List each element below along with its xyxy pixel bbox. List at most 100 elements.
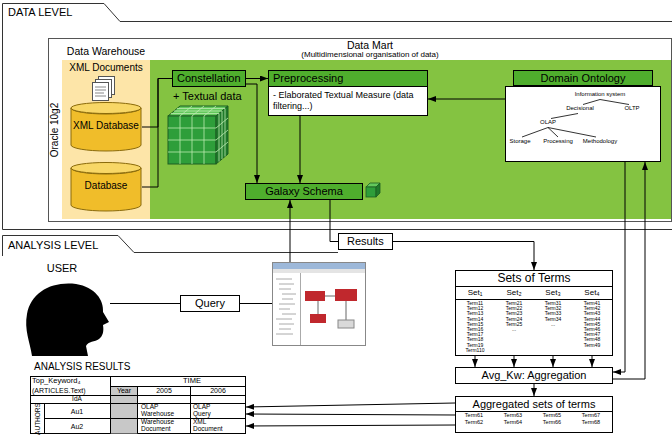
table-cell: AUTHORS xyxy=(34,403,41,435)
box-label: XML Documents xyxy=(69,62,143,73)
box-label: Aggregated sets of terms xyxy=(456,397,612,412)
table-cell: IdA xyxy=(72,396,82,403)
process-box: Avg_Kw: Aggregation xyxy=(455,367,613,384)
tree-label: Storage xyxy=(509,138,530,144)
table-cell: OLAP xyxy=(141,404,158,411)
connector xyxy=(613,162,645,379)
table-grid xyxy=(31,377,246,434)
table-cell: Au1 xyxy=(71,408,83,415)
box-label: Galaxy Schema xyxy=(246,184,362,199)
term-label: Term68 xyxy=(582,420,600,426)
table-grid xyxy=(31,377,246,434)
box-label: Constellation xyxy=(173,71,245,86)
table-cell: Year xyxy=(117,387,131,394)
box-label: Oracle 10g2 xyxy=(49,80,61,180)
connector xyxy=(553,356,554,367)
box-label: Data Mart xyxy=(347,39,393,51)
table-cell: XML xyxy=(193,419,206,426)
box-note: + Textual data xyxy=(173,90,242,102)
document-icon xyxy=(95,87,106,96)
table-cell: Au2 xyxy=(71,423,83,430)
connector xyxy=(246,84,257,183)
cube-icon xyxy=(168,106,228,164)
connector xyxy=(592,356,593,367)
process-box: Constellation+ Textual data xyxy=(172,70,246,87)
table-grid xyxy=(31,377,246,434)
term-label: Term64 xyxy=(504,420,522,426)
box-label: Domain Ontology xyxy=(513,70,653,86)
table-cell: Document xyxy=(141,426,171,433)
set-header: Set₂ xyxy=(506,289,521,297)
document-stack: XML Documents xyxy=(70,62,142,76)
term-label: ... xyxy=(512,327,516,332)
term-label: Term62 xyxy=(465,420,483,426)
cylinder-top xyxy=(71,103,141,114)
band-line xyxy=(3,236,339,257)
connector xyxy=(534,384,535,396)
box-label: DATA LEVEL xyxy=(8,6,72,18)
box-label: Data Warehouse xyxy=(67,45,145,57)
term-label: Term49 xyxy=(584,343,601,348)
tree-label: Decisional xyxy=(566,105,594,111)
table-cell: 2005 xyxy=(156,387,172,394)
oracle-frame: Oracle 10g2 Data WarehouseXML DocumentsXM… xyxy=(48,38,672,222)
box-label: Avg_Kw: Aggregation xyxy=(456,368,612,383)
connector xyxy=(246,414,455,415)
ontology-tree xyxy=(522,100,629,138)
table-cell: Document xyxy=(193,426,223,433)
cube-icon xyxy=(168,106,228,164)
divider-line xyxy=(456,299,612,300)
process-box: Results xyxy=(338,233,393,250)
box-label: ANALYSIS LEVEL xyxy=(8,239,98,251)
term-label: Term63 xyxy=(504,413,522,419)
connector xyxy=(246,78,268,79)
box-note: (Multidimensional organisation of data) xyxy=(301,50,438,59)
box-label: Query xyxy=(181,296,239,311)
box-label: ANALYSIS RESULTS xyxy=(34,361,130,372)
screenshot-thumbnail xyxy=(310,314,326,323)
set-header: Set₁ xyxy=(468,289,483,297)
database-cylinder: XML Database xyxy=(70,102,142,152)
set-header: Set₃ xyxy=(545,289,560,297)
connector xyxy=(393,242,534,271)
screenshot-thumbnail xyxy=(273,263,365,269)
connector xyxy=(246,403,455,407)
box-label: XML Database xyxy=(70,102,142,131)
table-grid xyxy=(111,387,138,434)
ontology-tree xyxy=(506,87,661,162)
user-silhouette xyxy=(26,284,109,356)
cube-icon xyxy=(376,183,380,197)
screenshot-thumbnail xyxy=(273,269,365,273)
term-label: Term61 xyxy=(465,413,483,419)
table-cell: (ARTICLES.Text) xyxy=(32,387,86,394)
term-label: ... xyxy=(551,322,555,327)
term-label: Term67 xyxy=(582,413,600,419)
ontology-tree xyxy=(506,87,661,162)
connector xyxy=(300,116,301,183)
cube-icon xyxy=(366,187,376,197)
tree-label: Methodology xyxy=(583,138,617,144)
cylinder-top xyxy=(71,163,141,174)
cube-icon xyxy=(366,183,380,197)
document-icon xyxy=(93,83,109,101)
box-label: Results xyxy=(339,234,392,249)
screenshot-thumbnail xyxy=(305,291,325,301)
connector xyxy=(246,425,455,426)
table-cell: Warehouse xyxy=(141,411,174,418)
screenshot-thumbnail xyxy=(276,273,301,345)
connector xyxy=(514,356,515,367)
box-label: USER xyxy=(47,262,78,274)
screenshot-thumbnail xyxy=(338,320,354,328)
process-box: Query xyxy=(180,295,240,312)
screenshot-thumbnail xyxy=(335,289,357,301)
level-band: DATA LEVEL Oracle 10g2 Data WarehouseXML D… xyxy=(0,0,672,232)
document-icon xyxy=(93,77,115,101)
table-cell: Top_Keyword₄ xyxy=(32,377,81,385)
user-silhouette xyxy=(26,284,109,356)
screenshot-thumbnail xyxy=(273,263,366,346)
tree-label: OLTP xyxy=(624,105,639,111)
user-figure: USER xyxy=(18,262,110,358)
table-cell: OLAP xyxy=(193,404,210,411)
connector xyxy=(475,356,476,367)
connector xyxy=(330,200,338,242)
